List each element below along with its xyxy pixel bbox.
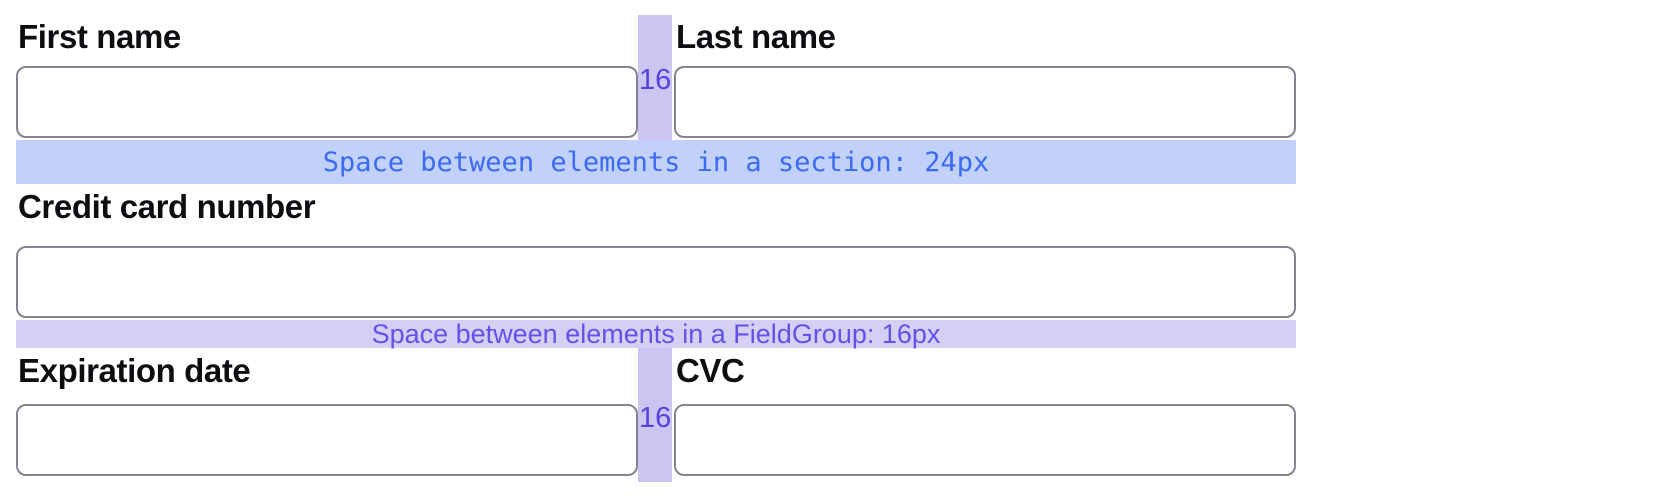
column-gap-value-bottom: 16 <box>639 402 672 434</box>
credit-card-number-input[interactable] <box>16 246 1296 318</box>
expiration-date-label: Expiration date <box>18 352 251 389</box>
last-name-input[interactable] <box>674 66 1296 138</box>
first-name-input[interactable] <box>16 66 638 138</box>
expiration-date-input[interactable] <box>16 404 638 476</box>
column-gap-value-top: 16 <box>639 64 672 96</box>
first-name-label: First name <box>18 18 181 55</box>
section-gap-annotation: Space between elements in a section: 24p… <box>322 146 990 178</box>
column-gap-highlight-top <box>638 15 672 140</box>
cvc-input[interactable] <box>674 404 1296 476</box>
section-gap-highlight: Space between elements in a section: 24p… <box>16 140 1296 184</box>
credit-card-number-label: Credit card number <box>18 188 316 225</box>
fieldgroup-gap-annotation: Space between elements in a FieldGroup: … <box>371 318 941 349</box>
cvc-label: CVC <box>676 352 745 389</box>
fieldgroup-gap-highlight: Space between elements in a FieldGroup: … <box>16 318 1296 349</box>
column-gap-highlight-bottom <box>638 348 672 482</box>
last-name-label: Last name <box>676 18 836 55</box>
